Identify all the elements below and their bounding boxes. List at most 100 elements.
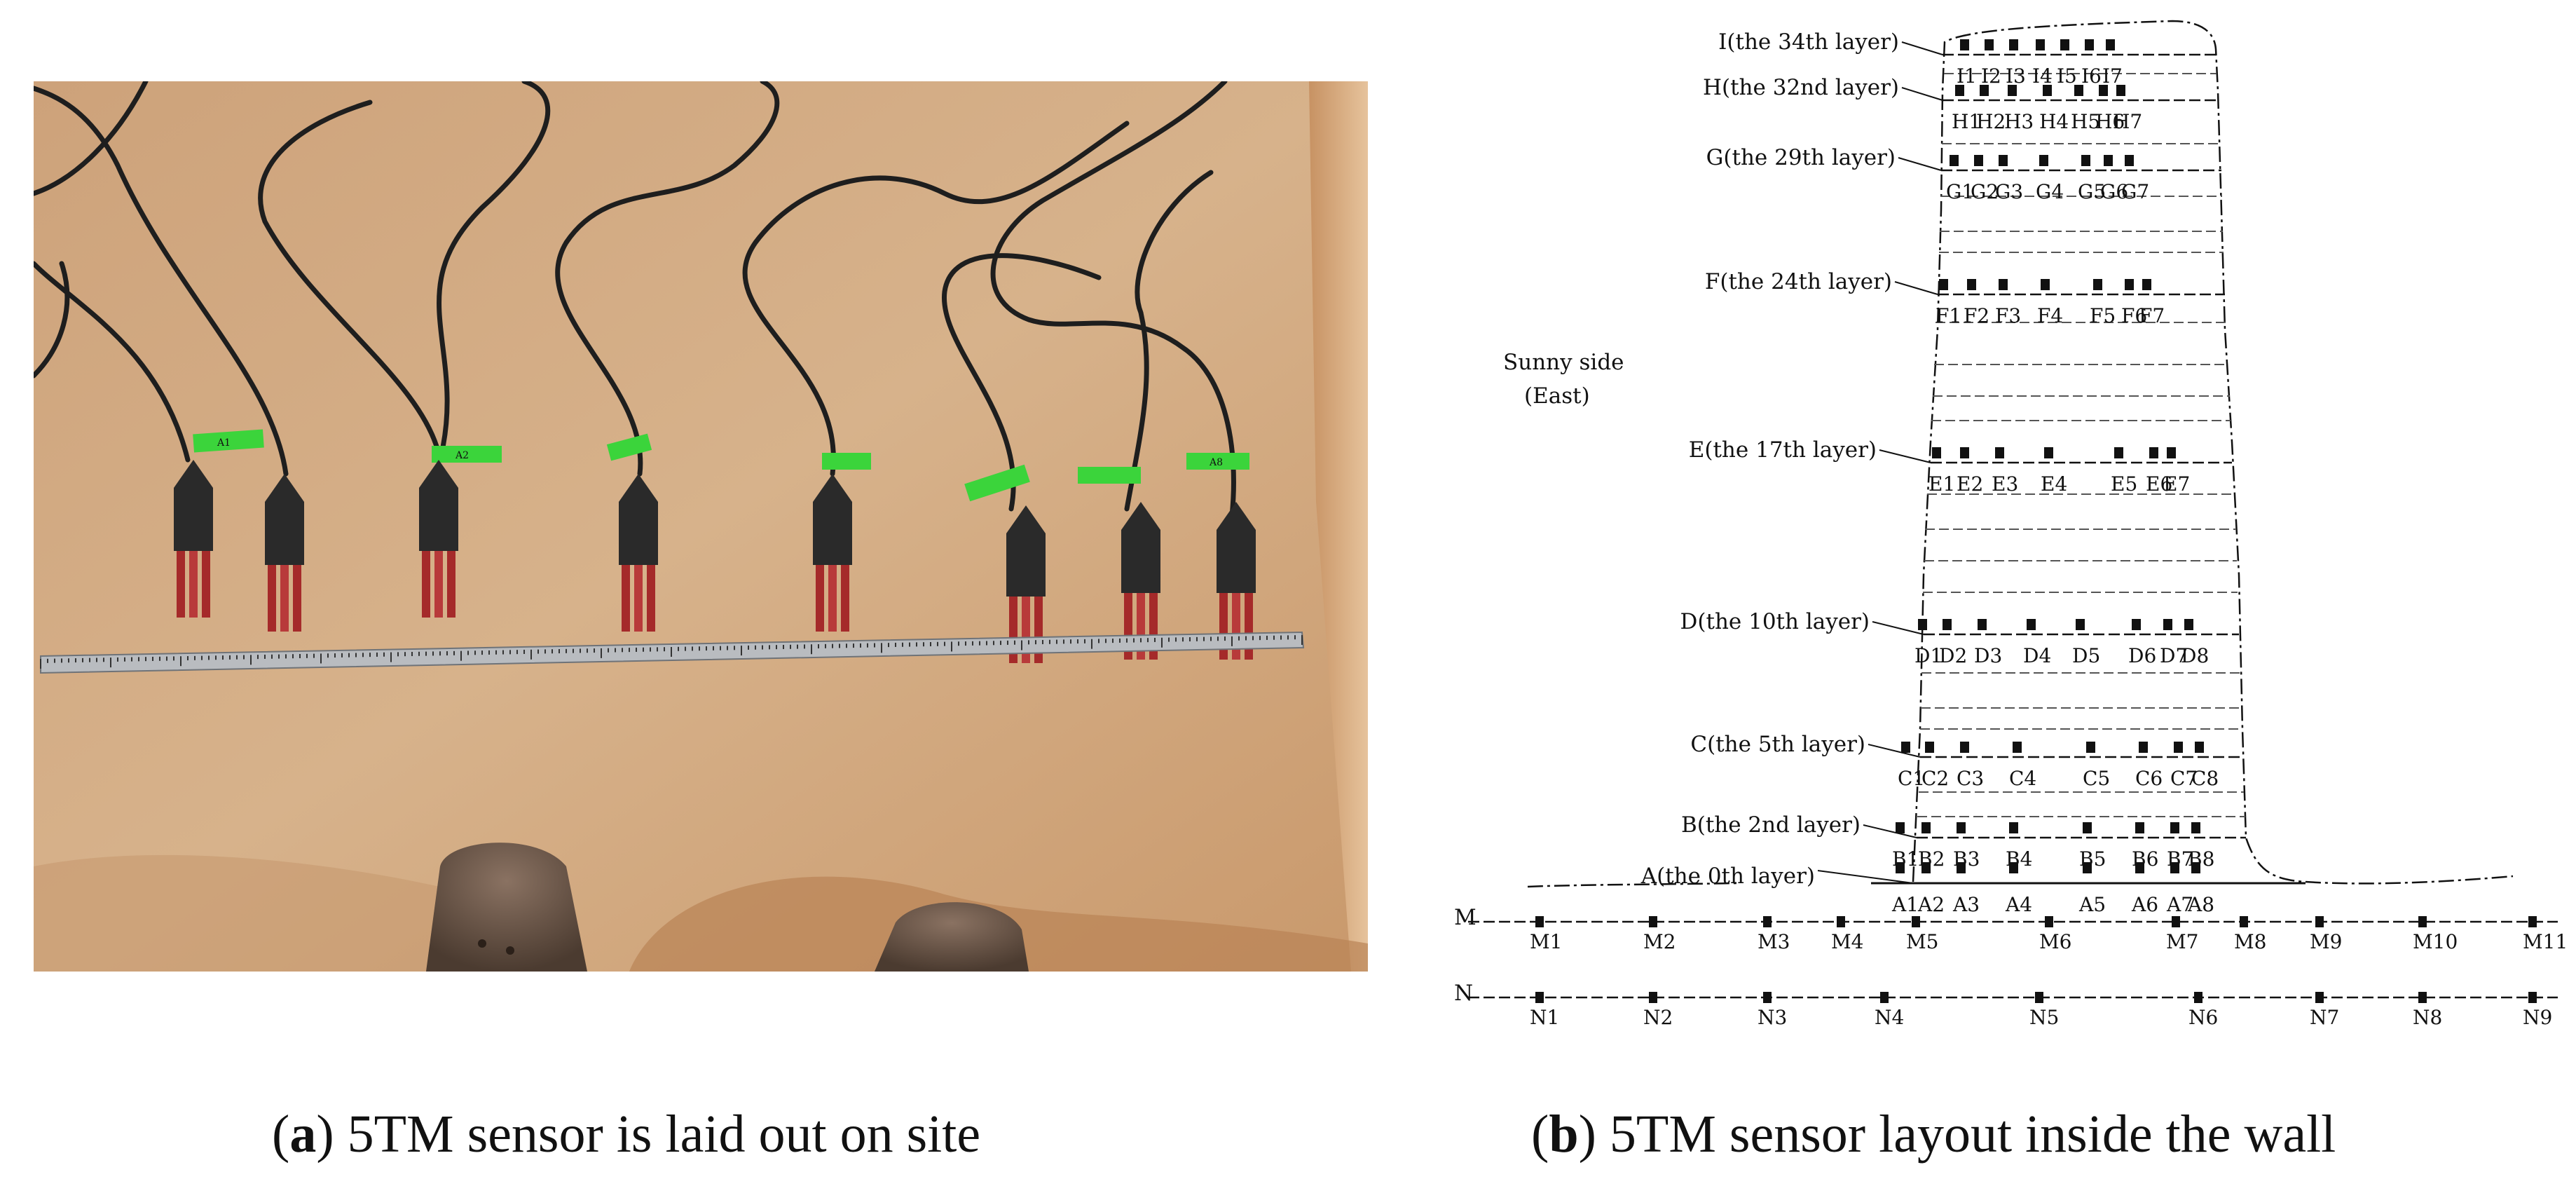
sensor-label: G3 xyxy=(1995,180,2023,203)
sensor-tags: A1 A2 A8 xyxy=(193,429,1249,502)
sensor-marker xyxy=(2083,862,2092,873)
leader-line xyxy=(1894,281,1938,295)
sensor-probe xyxy=(813,474,852,632)
sensor-label: G2 xyxy=(1971,180,1999,203)
leader-line xyxy=(1901,41,1943,55)
sensor-marker xyxy=(2315,916,2324,927)
sensor-probe xyxy=(619,474,658,632)
sensor-marker xyxy=(2135,862,2144,873)
sensor-marker xyxy=(1999,279,2008,290)
sensor-label: A7 xyxy=(2166,893,2193,916)
leader-line xyxy=(1817,870,1914,884)
leader-line xyxy=(1901,87,1943,101)
sensor-label: H1 xyxy=(1952,110,1981,133)
layer-label: F(the 24th layer) xyxy=(1705,269,1892,294)
sensor-marker xyxy=(2167,447,2176,458)
sensor-label: C5 xyxy=(2083,767,2110,790)
sensor-label: N8 xyxy=(2413,1006,2442,1029)
sensor-label: H5 xyxy=(2071,110,2100,133)
sensor-label: D4 xyxy=(2023,644,2051,667)
sensor-label: C8 xyxy=(2191,767,2219,790)
sensor-marker xyxy=(2060,39,2069,50)
sensor-label: G6 xyxy=(2100,180,2128,203)
sensor-marker xyxy=(2009,822,2018,833)
row-label: N xyxy=(1454,981,1473,1006)
sensor-label: F5 xyxy=(2090,304,2116,327)
sensor-label: N2 xyxy=(1643,1006,1673,1029)
sensor-label: A2 xyxy=(1917,893,1945,916)
sensor-label: A1 xyxy=(1891,893,1919,916)
sensor-marker xyxy=(1995,447,2004,458)
sensor-marker xyxy=(2013,742,2022,753)
sensor-marker xyxy=(1939,279,1948,290)
caption-a: (a) 5TM sensor is laid out on site xyxy=(272,1105,981,1164)
sensor-label: G7 xyxy=(2121,180,2149,203)
trench-wall xyxy=(1309,81,1368,972)
sensor-marker xyxy=(2041,279,2050,290)
leader-line xyxy=(1868,744,1921,758)
sensor-label: E2 xyxy=(1957,472,1983,496)
sensor-marker xyxy=(2170,822,2179,833)
sensor-marker xyxy=(1763,992,1772,1003)
tag-7 xyxy=(1186,453,1249,470)
sensor-label: N5 xyxy=(2029,1006,2059,1029)
sensor-marker xyxy=(2114,447,2123,458)
sensor-marker xyxy=(1950,155,1959,166)
sensor-marker xyxy=(2045,916,2053,927)
sensor-marker xyxy=(1837,916,1845,927)
layer-label: B(the 2nd layer) xyxy=(1681,812,1861,838)
sensor-label: D7 xyxy=(2160,644,2188,667)
sensor-label: M7 xyxy=(2166,930,2198,953)
sensor-marker xyxy=(1943,619,1952,630)
sensor-label: C6 xyxy=(2135,767,2163,790)
layer-label: I(the 34th layer) xyxy=(1718,29,1899,55)
sensor-marker xyxy=(2081,155,2090,166)
sensor-marker xyxy=(1896,862,1905,873)
sensor-label: H2 xyxy=(1976,110,2006,133)
sensor-marker xyxy=(1932,447,1941,458)
sensor-label: E5 xyxy=(2111,472,2137,496)
sensor-label: F1 xyxy=(1936,304,1961,327)
sensor-marker xyxy=(1980,85,1989,96)
sensor-label: A6 xyxy=(2131,893,2158,916)
tag-2 xyxy=(432,446,502,463)
sensor-marker xyxy=(2149,447,2158,458)
sensor-label: F3 xyxy=(1995,304,2021,327)
sensor-marker xyxy=(2085,39,2094,50)
sensor-label: C4 xyxy=(2009,767,2036,790)
sensor-label: M6 xyxy=(2039,930,2071,953)
sensor-label: M1 xyxy=(1530,930,1562,953)
sensor-label: E4 xyxy=(2041,472,2067,496)
sensor-marker xyxy=(1967,279,1976,290)
sensor-marker xyxy=(1960,39,1969,50)
tag-5 xyxy=(964,464,1030,502)
sensor-label: M3 xyxy=(1758,930,1790,953)
sensor-marker xyxy=(2418,992,2427,1003)
sensor-marker xyxy=(2106,39,2115,50)
sensor-label: E6 xyxy=(2146,472,2172,496)
sensor-cables xyxy=(34,81,1236,519)
sensor-marker xyxy=(2074,85,2083,96)
sensor-marker xyxy=(1957,822,1966,833)
sensor-marker xyxy=(1535,916,1544,927)
sensor-marker xyxy=(2036,39,2045,50)
sensor-label: D6 xyxy=(2128,644,2156,667)
sensor-marker xyxy=(1960,447,1969,458)
sensor-marker xyxy=(1763,916,1772,927)
sensor-marker xyxy=(2125,155,2134,166)
sensor-label: I3 xyxy=(2006,64,2026,88)
sensor-marker xyxy=(1918,619,1927,630)
sensor-label: A5 xyxy=(2078,893,2106,916)
sensor-label: M8 xyxy=(2234,930,2266,953)
boots xyxy=(426,843,1029,972)
sensor-label: N9 xyxy=(2523,1006,2552,1029)
sensor-marker xyxy=(1880,992,1889,1003)
sensor-label: C1 xyxy=(1898,767,1925,790)
